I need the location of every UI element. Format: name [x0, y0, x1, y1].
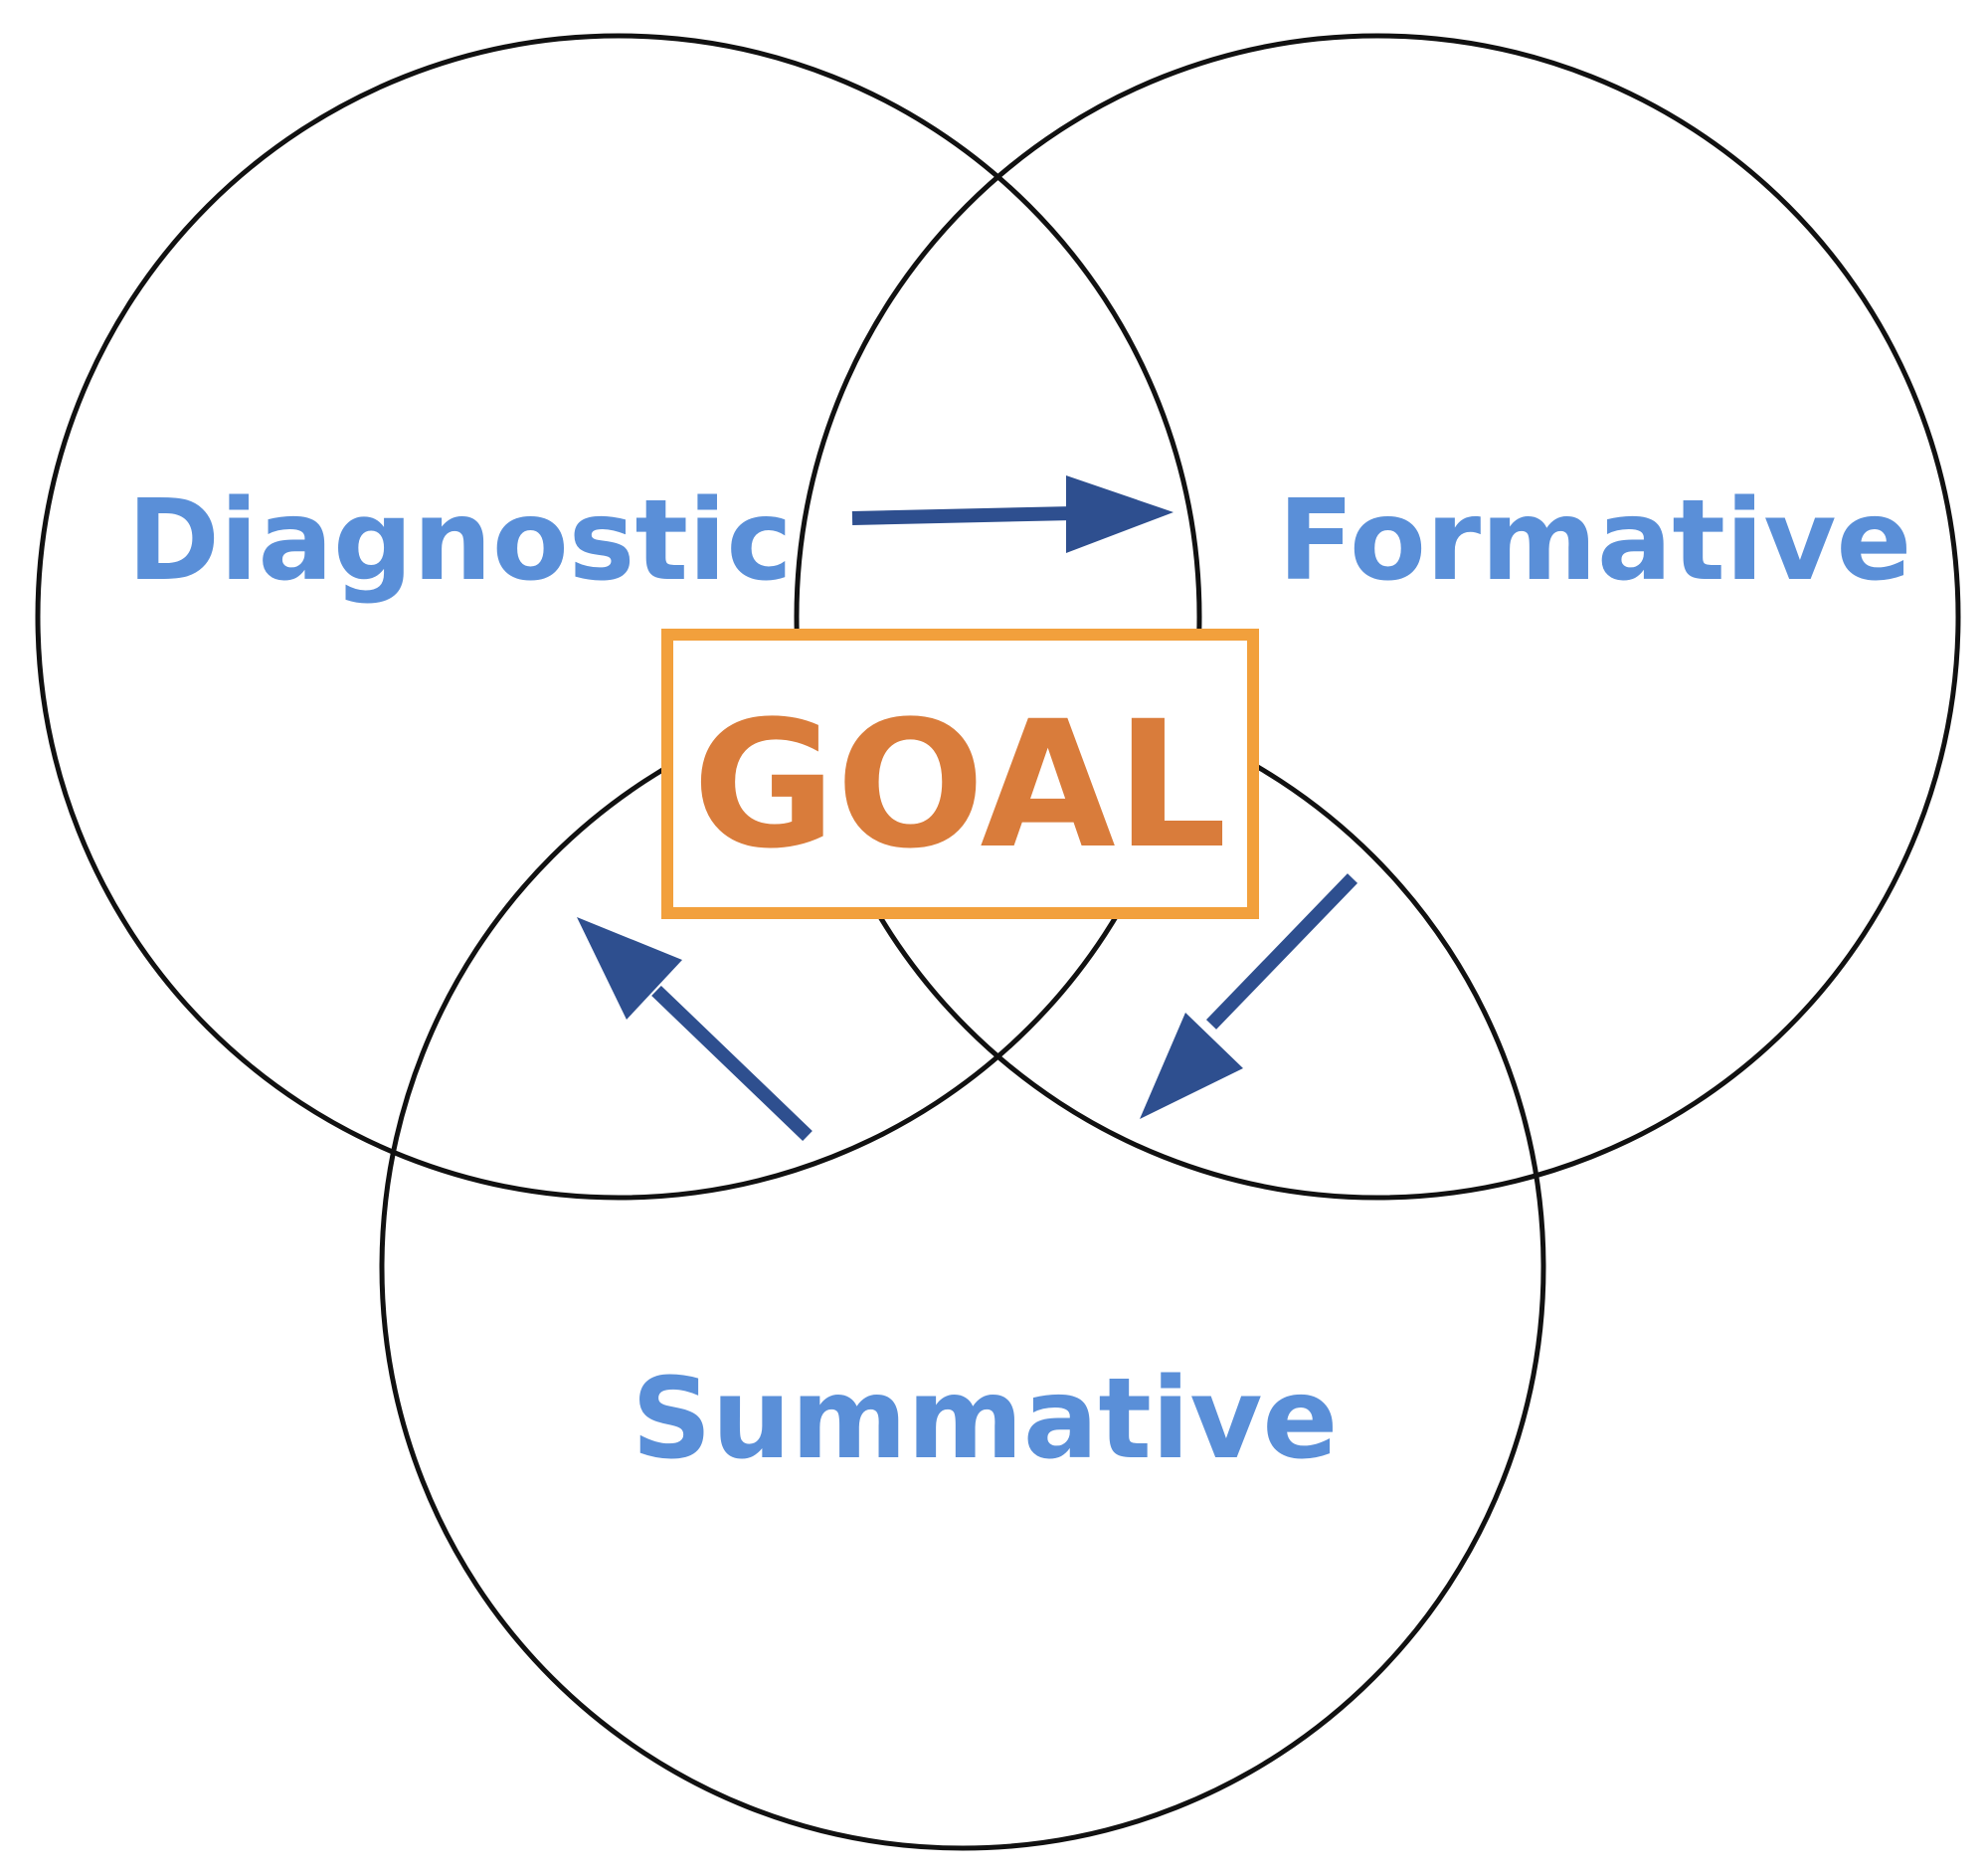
formative-circle	[794, 33, 1961, 1201]
formative-to-summative-arrow	[1140, 873, 1358, 1119]
diagnostic-to-formative-arrow	[851, 475, 1174, 553]
goal-label: GOAL	[692, 683, 1227, 887]
summative-to-diagnostic-arrow	[577, 917, 813, 1142]
summative-label: Summative	[632, 1355, 1338, 1484]
goal-box: GOAL	[661, 629, 1259, 919]
diagnostic-label: Diagnostic	[127, 476, 793, 606]
diagnostic-circle	[35, 33, 1202, 1201]
formative-label: Formative	[1278, 476, 1911, 606]
